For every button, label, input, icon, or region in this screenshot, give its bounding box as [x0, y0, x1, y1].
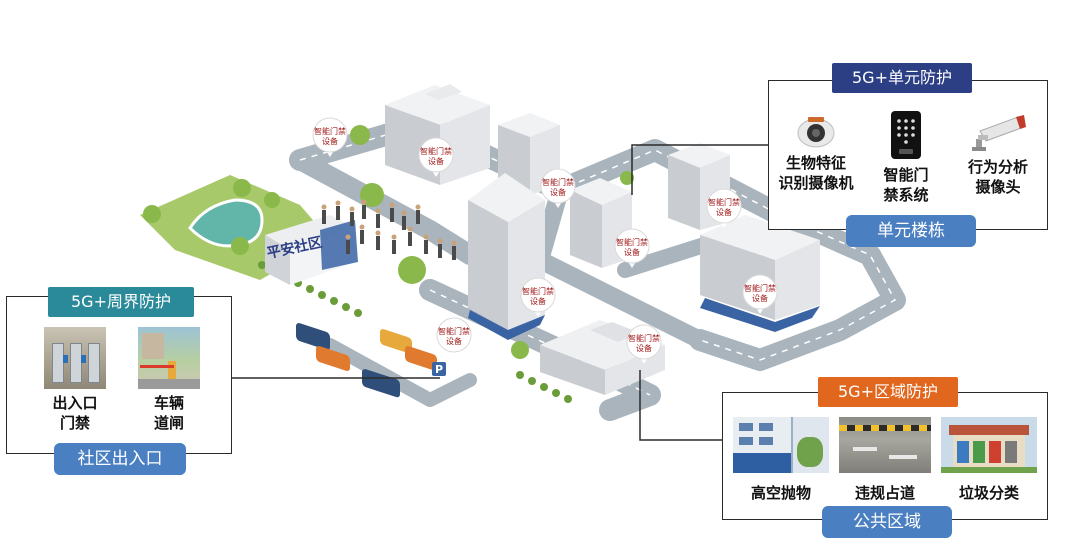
- garbage-sorting-photo: [941, 417, 1037, 473]
- perimeter-item-label-line1: 车辆: [153, 394, 184, 412]
- svg-text:设备: 设备: [550, 187, 566, 197]
- unit-item-label-line2: 识别摄像机: [778, 174, 854, 192]
- unit-item-dome-camera: 生物特征 识别摄像机: [775, 109, 857, 193]
- community-gate: 平安社区: [265, 215, 358, 285]
- svg-text:设备: 设备: [716, 207, 732, 217]
- perimeter-item-label-line1: 出入口: [52, 394, 98, 412]
- area-item-label: 高空抛物: [750, 484, 811, 502]
- parked-cars: P: [296, 323, 446, 398]
- community-entrance-pill: 社区出入口: [54, 443, 186, 475]
- svg-text:设备: 设备: [530, 296, 546, 306]
- area-protection-tag: 5G+区域防护: [818, 377, 958, 407]
- svg-text:智能门禁: 智能门禁: [616, 237, 648, 247]
- area-protection-panel: 高空抛物 违规占道 垃圾分类: [722, 392, 1048, 520]
- svg-text:智能门禁: 智能门禁: [628, 333, 660, 343]
- crowd: [321, 199, 457, 260]
- unit-item-access-keypad: 智能门 禁系统: [867, 109, 945, 205]
- area-item-label: 违规占道: [854, 484, 915, 502]
- svg-text:智能门禁: 智能门禁: [542, 177, 574, 187]
- perimeter-item-barrier: 车辆 道闸: [129, 327, 209, 433]
- public-area-pill: 公共区域: [822, 506, 952, 538]
- high-altitude-throwing-photo: [733, 417, 829, 473]
- entrance-gate-photo: [44, 327, 106, 389]
- unit-building-pill: 单元楼栋: [846, 215, 976, 247]
- perimeter-item-label-line2: 门禁: [59, 414, 90, 432]
- area-item-high-throwing: 高空抛物: [731, 417, 831, 503]
- building: [498, 113, 560, 195]
- svg-text:智能门禁: 智能门禁: [314, 126, 346, 136]
- unit-item-bullet-camera: 行为分析 摄像头: [955, 109, 1041, 197]
- connector-lines: [232, 144, 768, 441]
- vehicle-barrier-photo: [138, 327, 200, 389]
- area-item-garbage: 垃圾分类: [937, 417, 1041, 503]
- svg-text:设备: 设备: [322, 136, 338, 146]
- area-item-label: 垃圾分类: [958, 484, 1019, 502]
- perimeter-item-entrance: 出入口 门禁: [35, 327, 115, 433]
- unit-item-label-line1: 智能门: [883, 166, 929, 184]
- illegal-occupation-photo: [839, 417, 931, 473]
- svg-text:智能门禁: 智能门禁: [438, 326, 470, 336]
- access-keypad-icon: [891, 111, 921, 159]
- perimeter-protection-panel: 出入口 门禁 车辆 道闸: [6, 296, 232, 454]
- perimeter-item-label-line2: 道闸: [153, 414, 184, 432]
- svg-text:设备: 设备: [752, 293, 768, 303]
- unit-protection-panel: 生物特征 识别摄像机 智能门 禁系统 行为分析 摄像头: [768, 80, 1048, 230]
- access-pins: 智能门禁设备智能门禁设备智能门禁设备智能门禁设备智能门禁设备智能门禁设备智能门禁…: [312, 117, 778, 364]
- building: [385, 84, 490, 185]
- svg-text:设备: 设备: [428, 156, 444, 166]
- unit-item-label-line1: 生物特征: [785, 154, 846, 172]
- parking-sign-icon: [432, 362, 446, 376]
- area-item-occupation: 违规占道: [835, 417, 935, 503]
- dome-camera-icon: [797, 117, 835, 148]
- svg-text:设备: 设备: [446, 336, 462, 346]
- svg-text:智能门禁: 智能门禁: [708, 197, 740, 207]
- unit-protection-tag: 5G+单元防护: [832, 63, 972, 93]
- svg-text:设备: 设备: [624, 247, 640, 257]
- unit-item-label-line2: 禁系统: [883, 186, 929, 204]
- bullet-camera-icon: [972, 115, 1026, 151]
- svg-text:P: P: [435, 363, 443, 376]
- svg-text:智能门禁: 智能门禁: [744, 283, 776, 293]
- svg-text:智能门禁: 智能门禁: [420, 146, 452, 156]
- svg-text:智能门禁: 智能门禁: [522, 286, 554, 296]
- svg-text:设备: 设备: [636, 343, 652, 353]
- perimeter-protection-tag: 5G+周界防护: [48, 287, 194, 317]
- park-area: [140, 125, 634, 359]
- unit-item-label-line2: 摄像头: [975, 178, 1021, 196]
- unit-item-label-line1: 行为分析: [967, 158, 1028, 176]
